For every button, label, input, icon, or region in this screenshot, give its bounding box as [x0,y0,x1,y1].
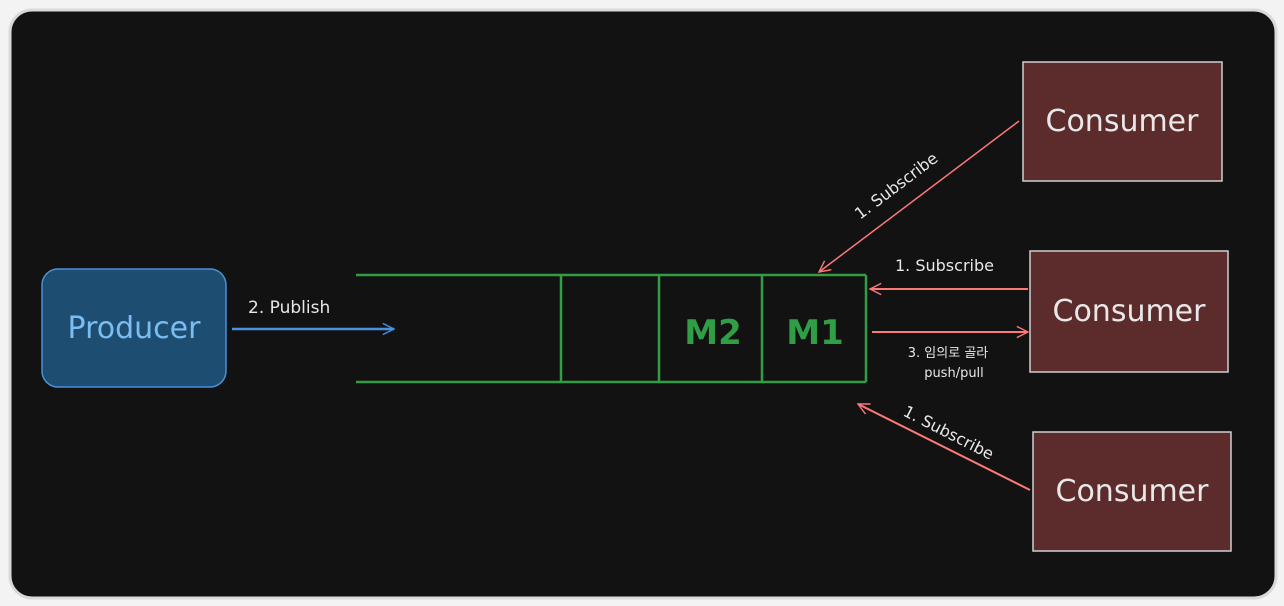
delivery-connection: 3. 임의로 골라 push/pull [872,332,1028,381]
producer-label: Producer [68,311,202,346]
consumer-node-middle: Consumer [1029,250,1229,373]
subscribe-arrow [819,120,1020,272]
consumer-box [1022,61,1223,182]
consumer-label: Consumer [1053,294,1207,329]
consumer-node-bottom: Consumer [1032,431,1232,552]
consumer-node-top: Consumer [1022,61,1223,182]
message-queue: M2 M1 [356,273,868,384]
diagram-background [8,8,1278,600]
consumer-box [1032,431,1232,552]
delivery-label-line2: push/pull [924,366,984,381]
publish-label: 2. Publish [248,298,330,318]
consumer-label: Consumer [1046,104,1200,139]
subscribe-connection-middle: 1. Subscribe [870,256,1028,289]
producer-box [41,268,227,388]
publish-connection: 2. Publish [232,298,394,329]
producer-node: Producer [41,268,227,388]
subscribe-label: 1. Subscribe [895,256,994,275]
message-m1: M1 [786,313,844,353]
subscribe-arrow [858,403,1031,491]
delivery-label-line1: 3. 임의로 골라 [908,346,989,361]
consumer-label: Consumer [1056,474,1210,509]
consumer-box [1029,250,1229,373]
message-m2: M2 [684,313,742,353]
